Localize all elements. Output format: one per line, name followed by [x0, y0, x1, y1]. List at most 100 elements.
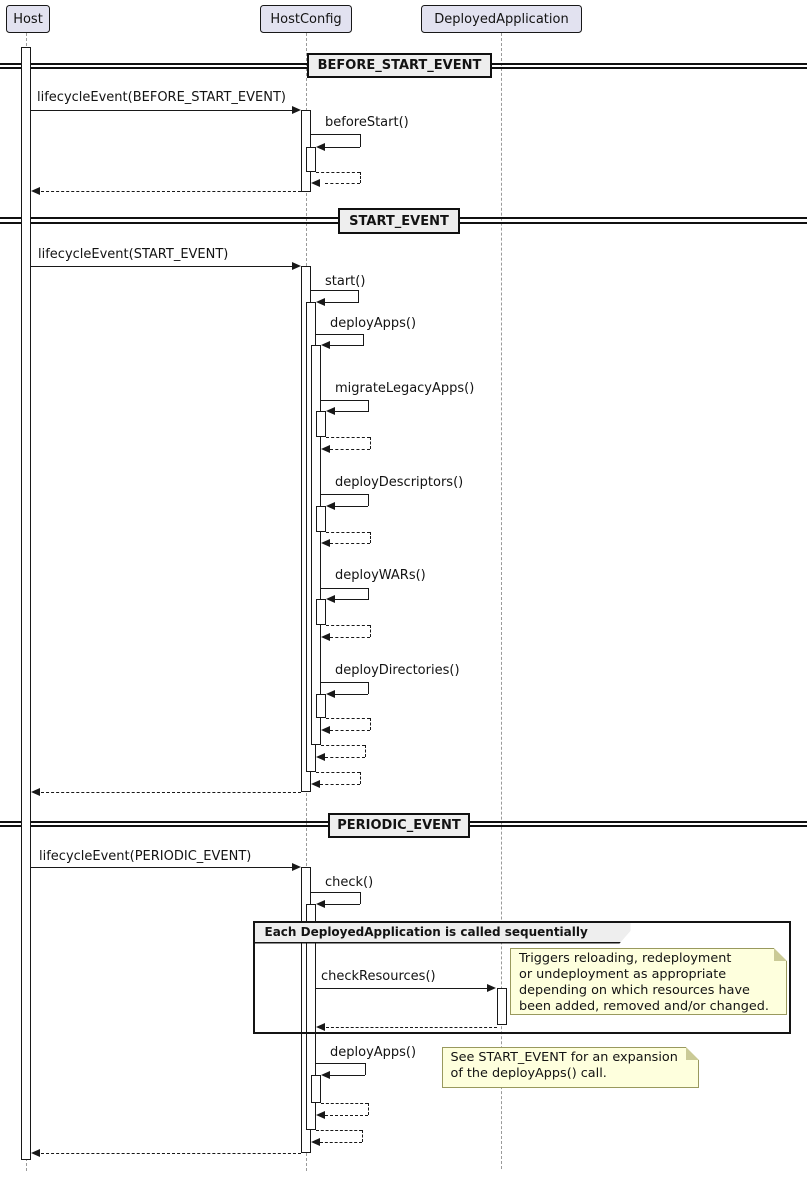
note-check-resources: Triggers reloading, redeployment or unde… — [510, 947, 787, 1015]
self-call-line — [335, 599, 368, 600]
arrowhead-left — [316, 142, 325, 151]
return-line — [330, 543, 370, 544]
activation-bar-hostconfig-nested — [316, 599, 326, 625]
return-line — [325, 183, 360, 184]
arrowhead-left — [31, 187, 40, 195]
self-call-line — [325, 146, 360, 148]
participant-deployedapplication: DeployedApplication — [421, 5, 582, 33]
participant-host: Host — [6, 5, 50, 33]
activation-bar-hostconfig-nested — [316, 694, 326, 718]
note-fold-icon — [774, 947, 787, 961]
arrowhead-left — [311, 1138, 320, 1146]
activation-bar-deployedapplication — [496, 988, 507, 1025]
return-line — [41, 1152, 301, 1154]
self-call-line — [365, 1062, 366, 1075]
self-call-line — [335, 505, 368, 507]
message-label-lifecycle-periodic: lifecycleEvent(PERIODIC_EVENT) — [39, 849, 252, 864]
message-label-start: start() — [325, 274, 366, 289]
arrowhead-left — [321, 632, 330, 641]
self-call-line — [321, 493, 368, 495]
activation-bar-host — [21, 47, 31, 1160]
note-line: See START_EVENT for an expansion — [450, 1050, 678, 1065]
return-line — [370, 718, 371, 730]
return-line — [41, 791, 301, 793]
return-line — [330, 636, 370, 638]
arrowhead-left — [316, 297, 325, 306]
self-call-line — [330, 1074, 365, 1076]
group-header: Each DeployedApplication is called seque… — [255, 923, 631, 944]
return-line — [326, 531, 370, 533]
divider-before-start-event: BEFORE_START_EVENT — [307, 53, 492, 78]
arrowhead-left — [326, 690, 335, 698]
activation-bar-hostconfig-nested — [306, 147, 316, 172]
lifeline-deployedapplication — [501, 33, 502, 1169]
self-call-line — [311, 289, 358, 291]
self-call-line — [325, 904, 360, 905]
return-line — [325, 1115, 368, 1116]
return-line — [360, 172, 361, 183]
return-line — [321, 745, 365, 746]
message-line — [316, 988, 488, 989]
return-line — [320, 1142, 362, 1143]
message-label-deployapps-periodic: deployApps() — [330, 1044, 417, 1060]
return-line — [330, 729, 370, 731]
message-label-deploydescriptors: deployDescriptors() — [335, 475, 464, 490]
divider-label: START_EVENT — [349, 213, 449, 229]
return-line — [326, 625, 370, 626]
message-label-beforestart: beforeStart() — [325, 115, 409, 130]
arrowhead-left — [311, 780, 320, 788]
group-title: Each DeployedApplication is called seque… — [264, 925, 588, 939]
message-label-check: check() — [325, 874, 374, 890]
arrowhead-left — [31, 1148, 40, 1157]
self-call-line — [363, 333, 364, 346]
self-call-line — [311, 134, 360, 135]
return-line — [316, 772, 360, 773]
return-line — [326, 437, 370, 438]
participant-label: DeployedApplication — [434, 11, 569, 27]
arrowhead-left — [31, 787, 40, 796]
message-label-lifecycle-start: lifecycleEvent(START_EVENT) — [38, 247, 229, 262]
return-line — [360, 772, 361, 784]
return-line — [370, 531, 371, 543]
self-call-line — [335, 411, 368, 412]
self-call-line — [316, 333, 363, 335]
divider-label: PERIODIC_EVENT — [337, 817, 461, 833]
return-line — [368, 1103, 369, 1115]
arrowhead-right — [292, 262, 301, 270]
self-call-line — [321, 682, 368, 683]
return-line — [365, 745, 366, 757]
arrowhead-left — [316, 900, 325, 908]
message-label-deploydirectories: deployDirectories() — [335, 662, 460, 678]
arrowhead-left — [321, 725, 330, 734]
self-call-line — [358, 289, 359, 303]
activation-bar-hostconfig-nested — [316, 411, 326, 437]
arrowhead-left — [316, 1022, 325, 1031]
note-fold-icon — [685, 1047, 699, 1060]
arrowhead-left — [321, 341, 330, 349]
message-line — [31, 866, 293, 868]
divider-start-event: START_EVENT — [338, 208, 460, 234]
return-line — [316, 172, 360, 173]
arrowhead-left — [316, 752, 325, 761]
self-call-line — [316, 1062, 365, 1064]
note-line: depending on which resources have — [519, 982, 750, 998]
divider-periodic-event: PERIODIC_EVENT — [328, 812, 470, 838]
return-line — [316, 1130, 362, 1131]
arrowhead-left — [321, 539, 330, 547]
activation-bar-hostconfig-nested — [311, 1074, 321, 1103]
return-line — [326, 1026, 497, 1028]
self-call-line — [368, 493, 369, 506]
arrowhead-right — [487, 984, 496, 992]
self-call-line — [360, 892, 361, 904]
arrowhead-left — [326, 501, 335, 510]
message-line — [31, 266, 293, 267]
self-call-line — [368, 400, 369, 412]
activation-bar-hostconfig-nested — [306, 904, 316, 1130]
participant-label: HostConfig — [270, 11, 342, 27]
participant-hostconfig: HostConfig — [260, 5, 352, 33]
arrowhead-left — [326, 407, 335, 415]
self-call-line — [321, 400, 368, 401]
self-call-line — [360, 134, 361, 147]
return-line — [330, 448, 370, 450]
